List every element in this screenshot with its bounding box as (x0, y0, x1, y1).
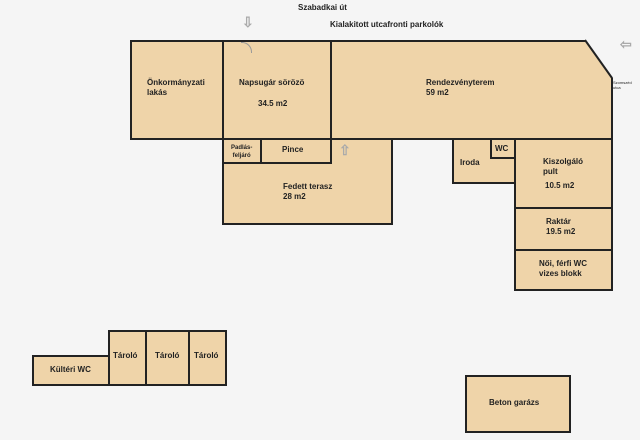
room-label: Kültéri WC (50, 365, 91, 374)
room-label: Rendezvényterem 59 m2 (426, 78, 495, 97)
room-label: Női, férfi WC vizes blokk (539, 259, 587, 278)
room-label: Kiszolgáló pult (543, 157, 584, 176)
room-label: Tároló (113, 351, 138, 360)
room-label: Tároló (155, 351, 180, 360)
room-area: 10.5 m2 (545, 181, 575, 190)
room-label: Raktár 19.5 m2 (546, 217, 576, 236)
room-label: WC (495, 144, 509, 153)
room-label: Önkormányzati lakás (147, 78, 205, 97)
room-label: Padlás- feljáró (231, 145, 253, 159)
room-area: 34.5 m2 (258, 99, 288, 108)
side-street-label: Szomszéd utca (613, 80, 632, 90)
room-label: Pince (282, 145, 304, 154)
room-label: Tároló (194, 351, 219, 360)
room-label: Napsugár sörözö (239, 78, 305, 87)
room-napsugar-sorozo (222, 40, 332, 140)
entrance-arrow-icon: ⇦ (620, 36, 632, 52)
room-beton-garazs (465, 375, 571, 433)
parking-label: Kialakitott utcafronti parkolók (330, 20, 444, 29)
corner-wall (584, 39, 613, 79)
room-rendezvenyterem (330, 40, 613, 140)
room-padlasfeljaro (222, 138, 262, 164)
room-kulteri-wc (32, 355, 110, 386)
street-label: Szabadkai út (298, 3, 347, 12)
room-tarolo (145, 330, 190, 386)
room-onkormanyzati-lakas (130, 40, 224, 140)
entrance-arrow-icon: ⇩ (242, 14, 254, 30)
room-label: Beton garázs (489, 398, 540, 407)
room-label: Iroda (460, 158, 480, 167)
entrance-arrow-icon: ⇧ (339, 142, 351, 158)
room-label: Fedett terasz 28 m2 (283, 182, 333, 201)
room-pince (260, 138, 332, 164)
room-tarolo (188, 330, 227, 386)
room-noi-ferfi-wc (514, 249, 613, 291)
